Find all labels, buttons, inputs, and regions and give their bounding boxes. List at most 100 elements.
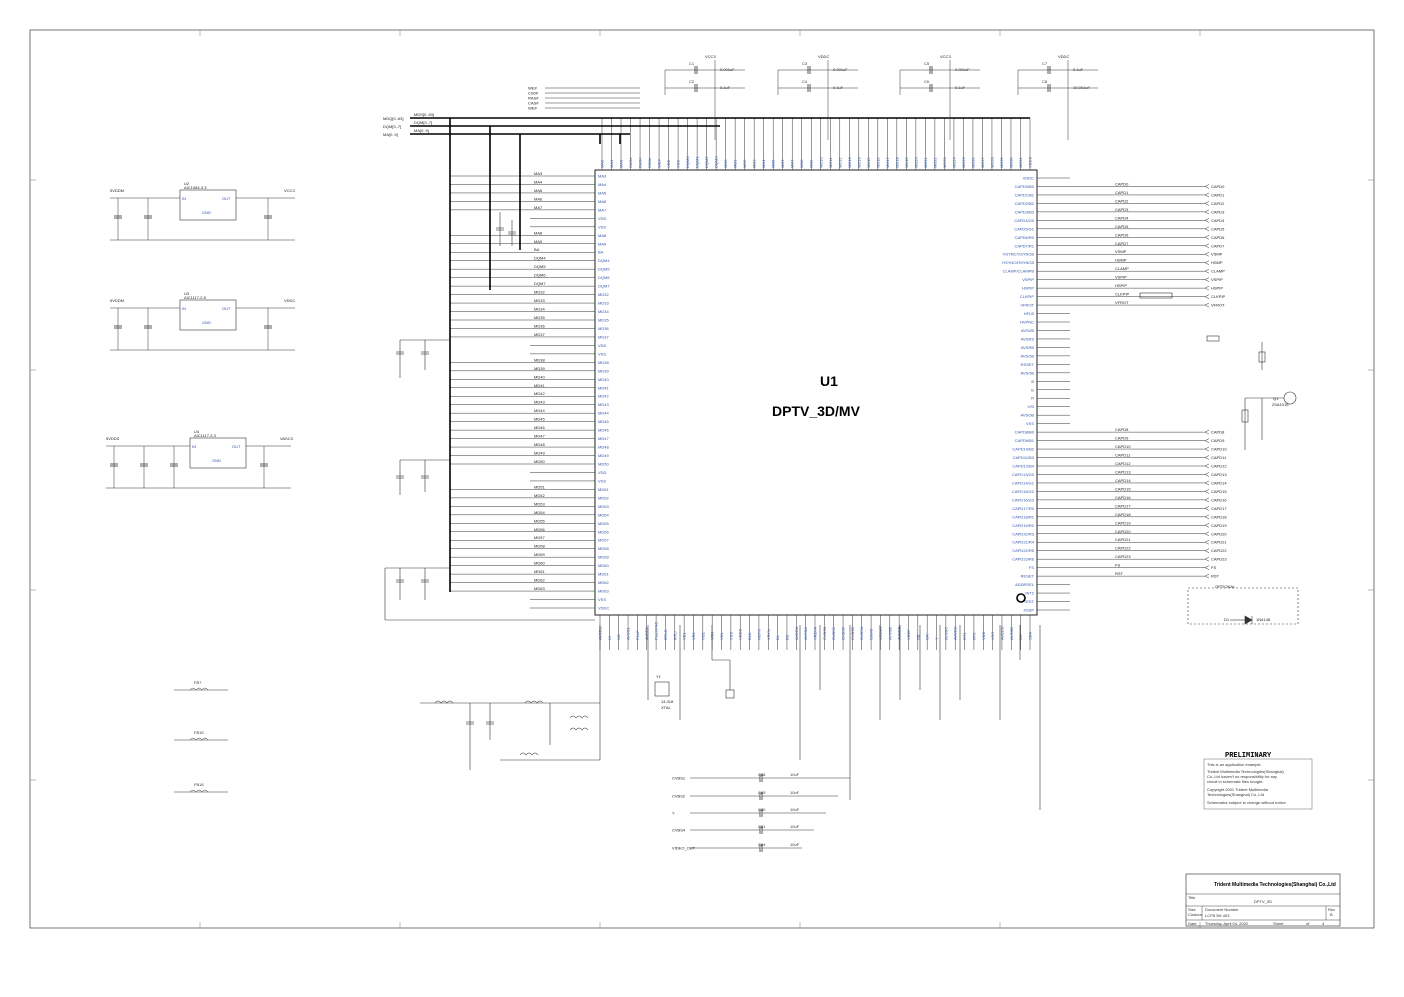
date-value: Thursday, April 04, 2002 — [1205, 921, 1249, 926]
bottom-pin-label: VSS — [990, 632, 995, 640]
right-port-arrow — [1204, 556, 1210, 562]
right-components — [1139, 292, 1299, 625]
right-net-label: CAPD6 — [1115, 232, 1129, 237]
left-pin-label: MD57 — [598, 538, 609, 543]
top-pin-label: MD17 — [885, 157, 890, 168]
left-pin-label: MD52 — [598, 495, 609, 500]
top-cap-value: 0.1uF — [1073, 67, 1084, 72]
right-net-port: CLAMP — [1211, 269, 1225, 274]
right-net-label: CAPD11 — [1115, 453, 1131, 458]
left-pin-label: VDD — [598, 343, 607, 348]
bus-lines — [410, 117, 1030, 592]
crystal-label: XTAL — [661, 705, 671, 710]
right-pin-label: CAPD6/R0 — [1014, 235, 1034, 240]
right-pin-label: CAPD2/B2 — [1015, 201, 1035, 206]
right-net-port: HSMP — [1211, 260, 1223, 265]
right-net-label: FS — [1115, 563, 1120, 568]
left-net-label: MD49 — [534, 451, 545, 456]
bottom-pin-label: VREFA — [813, 627, 818, 640]
left-net-label: MD41 — [534, 383, 545, 388]
left-net-label: MA6 — [534, 196, 543, 201]
top-pin-label: MD27 — [980, 157, 985, 168]
bottom-pin-label: AVSSC — [943, 627, 948, 640]
right-net-port: CAPD6 — [1211, 235, 1225, 240]
right-net-port: CAPD9 — [1211, 438, 1225, 443]
right-net-label: CAPD7 — [1115, 241, 1129, 246]
ferrite-ref: FB15 — [194, 730, 204, 735]
ferrite-coil — [189, 687, 209, 691]
bottom-pin-label: CR — [925, 634, 930, 640]
size-label: Size — [1188, 907, 1197, 912]
left-pin-label: MA4 — [598, 182, 607, 187]
top-cap-net: VCC3 — [940, 54, 951, 59]
bottom-pin-label: HSYN — [756, 629, 761, 640]
pin1-marker — [1016, 593, 1026, 603]
right-port-arrow — [1204, 192, 1210, 198]
control-net-label: WE# — [528, 106, 537, 111]
top-cap-net: VDDC — [1058, 54, 1069, 59]
left-pin-label: MD39 — [598, 368, 609, 373]
left-pin-label: MD51 — [598, 487, 609, 492]
left-net-label: MD43 — [534, 400, 545, 405]
right-pin-label: CAPD9/B1 — [1015, 438, 1035, 443]
video-cap-value: 10uF — [790, 842, 800, 847]
left-pin-label: MD42 — [598, 394, 609, 399]
right-net-label: VFROT — [1115, 300, 1129, 305]
video-cap-value: 10uF — [790, 772, 800, 777]
sheet-label: Sheet — [1273, 921, 1284, 926]
bottom-pin-label: CS — [1018, 634, 1023, 640]
right-net-port: CAPD8 — [1211, 430, 1225, 435]
right-pin-label: CAPD21/R4 — [1012, 540, 1035, 545]
right-net-label: CAPD0 — [1115, 181, 1129, 186]
reg-part: AIC1117-2.5 — [184, 295, 207, 300]
top-pin-label: VDD — [666, 159, 671, 168]
right-pin-label: ADDRSEL — [1015, 582, 1035, 587]
ferrite-ref: FB7 — [194, 680, 202, 685]
bottom-pin-label: VCOUT — [878, 625, 883, 640]
right-port-arrow — [1204, 184, 1210, 189]
bottom-pin-label: VB1 — [682, 632, 687, 640]
right-net-label: CAPD22 — [1115, 546, 1131, 551]
right-net-port: CAPD15 — [1211, 489, 1227, 494]
reg-out-net: VCC3 — [284, 188, 295, 193]
left-pin-label: MD40 — [598, 377, 609, 382]
right-pin-label: VSS — [1026, 421, 1034, 426]
left-pin-label: MA6 — [598, 199, 607, 204]
right-pin-label: CAPD23/R6 — [1012, 557, 1035, 562]
right-port-arrow — [1204, 531, 1210, 536]
right-pin-label: CAPD13/G0 — [1012, 472, 1035, 477]
right-port-arrow — [1204, 438, 1210, 443]
right-net-label: CAPD16 — [1115, 495, 1131, 500]
control-net-label: RAS# — [528, 96, 539, 101]
left-pin-label: MD55 — [598, 521, 609, 526]
right-port-arrow — [1204, 243, 1210, 248]
left-net-label: MD33 — [534, 298, 545, 303]
left-net-label: MD36 — [534, 323, 545, 328]
top-cap-ref: C6 — [924, 79, 930, 84]
left-pin-label: VSS — [598, 224, 606, 229]
right-pin-label: VSPIP — [1022, 277, 1034, 282]
top-cap-value: 10.001uF — [1073, 85, 1090, 90]
bottom-pin-label: PLLSYNC — [654, 622, 659, 640]
right-pin-label: AVSRB — [1021, 345, 1035, 350]
top-pin-label: MA1 — [609, 159, 614, 168]
ferrite-ref: FB18 — [194, 782, 204, 787]
company-name: Trident Multimedia Technologies(Shanghai… — [1214, 882, 1336, 888]
reg-ref: U2 — [184, 181, 190, 186]
left-net-label: MD39 — [534, 366, 545, 371]
left-pin-label: VDD — [598, 216, 607, 221]
right-pin-label: CAPD15/G2 — [1012, 489, 1035, 494]
top-pin-label: MD8 — [799, 159, 804, 168]
left-pin-label: MD46 — [598, 428, 609, 433]
bus-label-ma: MA[0..9] — [383, 132, 398, 137]
video-in-label: VIDEO_OUT — [672, 846, 696, 851]
right-net-label: CAPD3 — [1115, 207, 1129, 212]
reg-ref: U4 — [194, 429, 200, 434]
left-net-label: MD46 — [534, 425, 545, 430]
right-port-arrow — [1204, 429, 1210, 435]
right-port-arrow — [1204, 489, 1210, 494]
right-pin-label: CAPD18/R1 — [1012, 514, 1035, 519]
bottom-pin-label: VDDC — [738, 629, 743, 640]
